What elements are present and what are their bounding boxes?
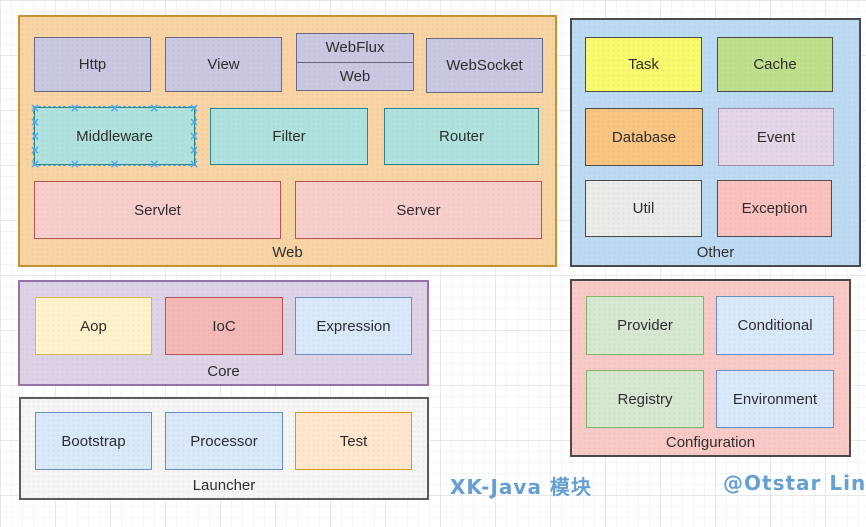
module-registry-label: Registry xyxy=(617,390,673,408)
resize-handle[interactable] xyxy=(75,108,76,109)
resize-handle[interactable] xyxy=(194,108,195,109)
module-bootstrap-label: Bootstrap xyxy=(61,432,126,450)
group-web-label: Web xyxy=(272,244,303,261)
module-view-label: View xyxy=(207,56,240,73)
module-environment-label: Environment xyxy=(732,390,818,408)
module-router-label: Router xyxy=(438,128,485,145)
module-servlet-label: Servlet xyxy=(134,201,181,219)
module-util-label: Util xyxy=(632,200,655,217)
resize-handle[interactable] xyxy=(194,164,195,165)
module-webflux[interactable]: WebFlux xyxy=(297,34,413,62)
module-web-label: Web xyxy=(339,67,371,85)
module-registry[interactable]: Registry xyxy=(586,370,704,428)
group-launcher-label: Launcher xyxy=(192,477,256,494)
diagram-title: XK-Java 模块 xyxy=(450,475,592,499)
module-cache[interactable]: Cache xyxy=(717,37,833,92)
resize-handle[interactable] xyxy=(35,122,36,123)
module-view[interactable]: View xyxy=(165,37,282,92)
module-aop-label: Aop xyxy=(80,317,107,335)
module-http-label: Http xyxy=(78,56,107,73)
module-conditional-label: Conditional xyxy=(737,317,813,334)
resize-handle[interactable] xyxy=(194,150,195,151)
module-server[interactable]: Server xyxy=(295,181,542,239)
group-configuration[interactable]: Provider Conditional Registry Environmen… xyxy=(570,279,851,457)
module-test-label: Test xyxy=(339,432,368,450)
module-router[interactable]: Router xyxy=(384,108,539,165)
module-provider[interactable]: Provider xyxy=(586,296,704,355)
module-processor[interactable]: Processor xyxy=(165,412,283,470)
author-credit: @Otstar Lin xyxy=(723,471,866,495)
module-servlet[interactable]: Servlet xyxy=(34,181,281,239)
resize-handle[interactable] xyxy=(35,136,36,137)
group-configuration-label: Configuration xyxy=(665,434,756,451)
module-webflux-web-stack[interactable]: WebFlux Web xyxy=(296,33,414,91)
resize-handle[interactable] xyxy=(35,164,36,165)
module-conditional[interactable]: Conditional xyxy=(716,296,834,355)
module-webflux-label: WebFlux xyxy=(325,39,385,57)
group-launcher[interactable]: Bootstrap Processor Test Launcher xyxy=(19,397,429,500)
module-task[interactable]: Task xyxy=(585,37,702,92)
resize-handle[interactable] xyxy=(75,164,76,165)
resize-handle[interactable] xyxy=(35,150,36,151)
resize-handle[interactable] xyxy=(154,108,155,109)
module-exception-label: Exception xyxy=(741,200,808,217)
module-processor-label: Processor xyxy=(190,432,258,450)
group-other[interactable]: Task Cache Database Event Util Exception… xyxy=(570,18,861,267)
group-core[interactable]: Aop IoC Expression Core xyxy=(18,280,429,386)
module-task-label: Task xyxy=(628,56,659,73)
module-database-label: Database xyxy=(611,128,677,146)
resize-handle[interactable] xyxy=(194,136,195,137)
module-cache-label: Cache xyxy=(753,56,797,73)
module-server-label: Server xyxy=(396,201,441,219)
module-expression[interactable]: Expression xyxy=(295,297,412,355)
module-filter[interactable]: Filter xyxy=(210,108,368,165)
module-middleware-selected[interactable]: Middleware xyxy=(33,106,196,166)
module-middleware-label: Middleware xyxy=(76,127,153,145)
module-exception[interactable]: Exception xyxy=(717,180,832,237)
module-http[interactable]: Http xyxy=(34,37,151,92)
module-ioc-label: IoC xyxy=(212,317,236,335)
module-util[interactable]: Util xyxy=(585,180,702,237)
module-environment[interactable]: Environment xyxy=(716,370,834,428)
module-web[interactable]: Web xyxy=(297,61,413,91)
module-aop[interactable]: Aop xyxy=(35,297,152,355)
module-websocket-label: WebSocket xyxy=(446,57,523,74)
module-bootstrap[interactable]: Bootstrap xyxy=(35,412,152,470)
resize-handle[interactable] xyxy=(115,164,116,165)
resize-handle[interactable] xyxy=(115,108,116,109)
module-database[interactable]: Database xyxy=(585,108,703,166)
resize-handle[interactable] xyxy=(35,108,36,109)
group-web[interactable]: Http View WebFlux Web WebSocket Middlewa… xyxy=(18,15,557,267)
group-other-label: Other xyxy=(696,244,735,261)
resize-handle[interactable] xyxy=(154,164,155,165)
module-test[interactable]: Test xyxy=(295,412,412,470)
module-provider-label: Provider xyxy=(617,317,673,334)
module-event-label: Event xyxy=(756,128,796,146)
module-ioc[interactable]: IoC xyxy=(165,297,283,355)
module-filter-label: Filter xyxy=(272,128,306,145)
resize-handle[interactable] xyxy=(194,122,195,123)
module-event[interactable]: Event xyxy=(718,108,834,166)
group-core-label: Core xyxy=(207,363,240,380)
module-expression-label: Expression xyxy=(316,317,391,335)
module-websocket[interactable]: WebSocket xyxy=(426,38,543,93)
